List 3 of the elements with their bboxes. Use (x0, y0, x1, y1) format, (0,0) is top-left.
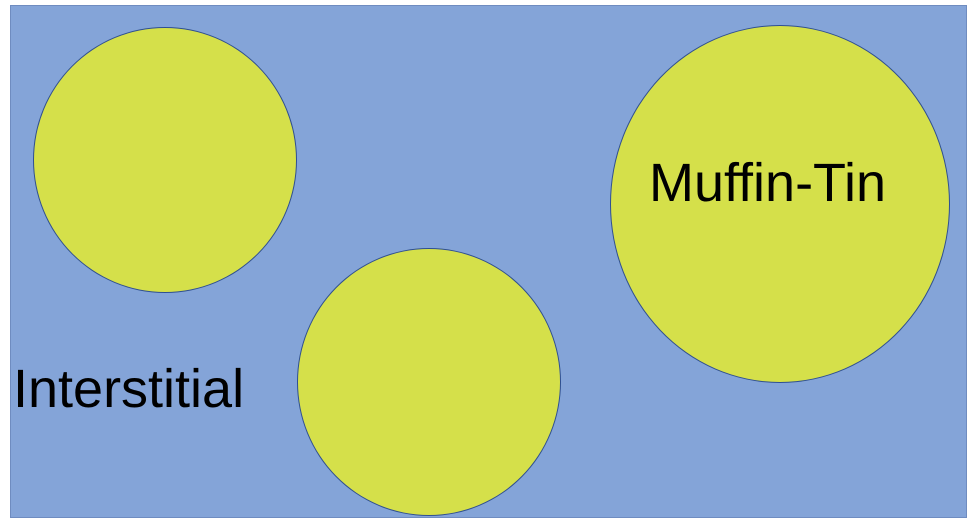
circle-label: Muffin-Tin (649, 156, 886, 210)
region-label: Interstitial (13, 362, 244, 416)
region-background (10, 5, 967, 518)
